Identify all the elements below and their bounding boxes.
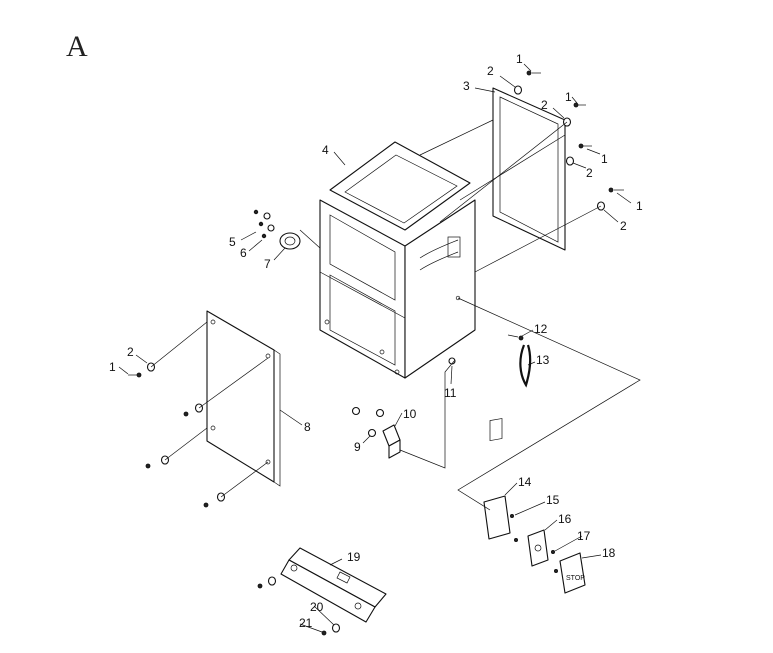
callout-6: 6 — [240, 246, 247, 260]
callout-4: 4 — [322, 143, 329, 157]
callout-13: 13 — [536, 353, 550, 367]
callout-21: 21 — [299, 616, 313, 630]
switch-body — [527, 529, 549, 567]
callout-3: 3 — [463, 79, 470, 93]
callout-17: 17 — [577, 529, 591, 543]
callout-2: 2 — [541, 98, 548, 112]
strain-relief — [279, 232, 301, 250]
back-panel — [492, 87, 566, 251]
switch-cover: STOP — [559, 552, 586, 594]
switch-cover-text: STOP — [566, 575, 585, 582]
junction-box — [382, 424, 401, 459]
callout-1: 1 — [636, 199, 643, 213]
callout-2: 2 — [586, 166, 593, 180]
power-cord — [519, 344, 532, 388]
callout-1: 1 — [109, 360, 116, 374]
callout-18: 18 — [602, 546, 616, 560]
callout-19: 19 — [347, 550, 361, 564]
section-letter: A — [66, 30, 88, 63]
callout-7: 7 — [264, 257, 271, 271]
callout-leaders — [118, 63, 632, 633]
callout-5: 5 — [229, 235, 236, 249]
callout-2: 2 — [487, 64, 494, 78]
callout-2: 2 — [620, 219, 627, 233]
callout-1: 1 — [516, 52, 523, 66]
callout-10: 10 — [403, 407, 417, 421]
callout-14: 14 — [518, 475, 532, 489]
callout-8: 8 — [304, 420, 311, 434]
switch-bracket — [483, 418, 511, 540]
callout-16: 16 — [558, 512, 572, 526]
guide-lines — [150, 119, 641, 511]
part-callouts: 1 2 3 1 2 1 2 1 2 4 5 6 7 2 1 8 9 10 11 … — [109, 52, 643, 630]
callout-20: 20 — [310, 600, 324, 614]
callout-9: 9 — [354, 440, 361, 454]
callout-11: 11 — [444, 386, 457, 400]
callout-12: 12 — [534, 322, 548, 336]
foot-bracket — [280, 547, 387, 623]
callout-15: 15 — [546, 493, 560, 507]
callout-1: 1 — [565, 90, 572, 104]
side-panel — [206, 310, 281, 487]
callout-1: 1 — [601, 152, 608, 166]
callout-2: 2 — [127, 345, 134, 359]
stand-cabinet — [319, 141, 476, 379]
